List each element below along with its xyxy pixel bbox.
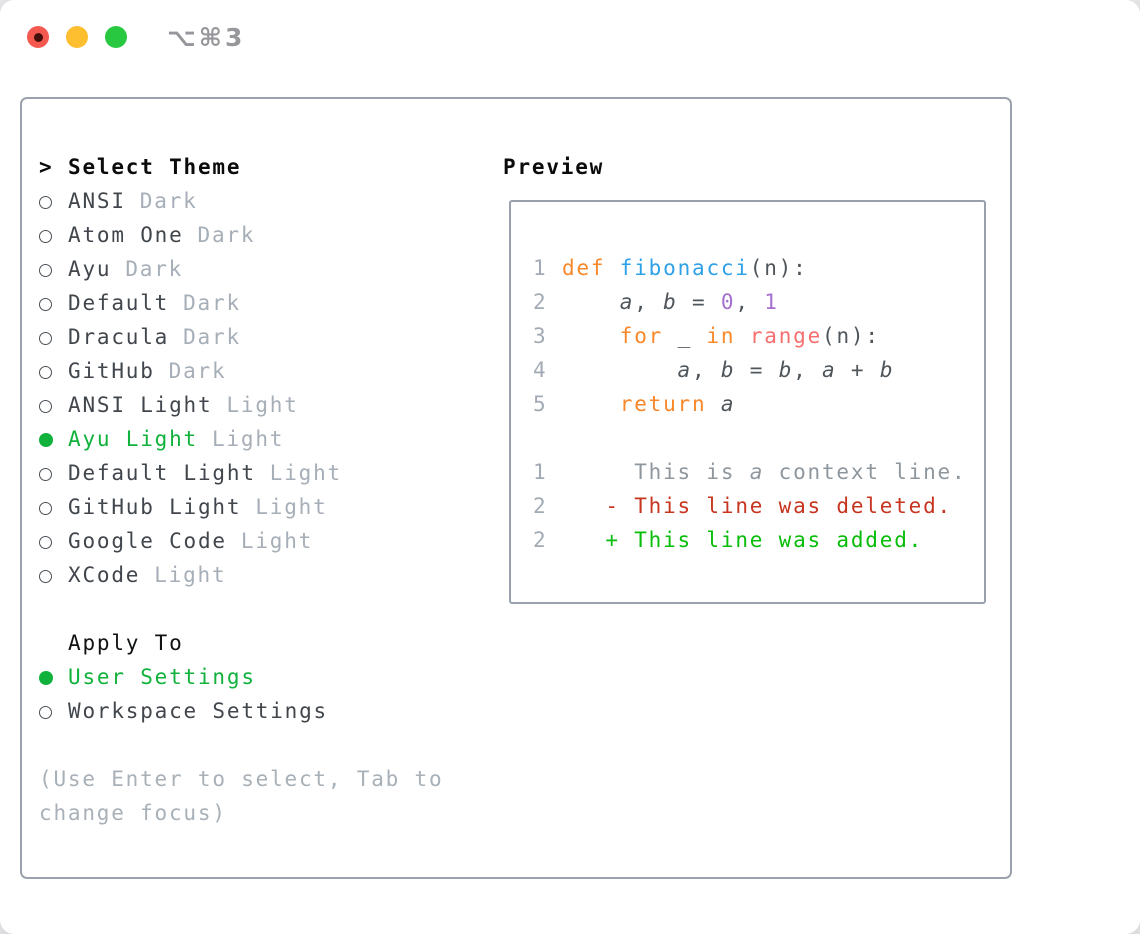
radio-unselected-icon — [39, 524, 68, 558]
theme-variant-tag: Light — [240, 529, 314, 553]
prompt-caret-icon: > — [39, 155, 54, 179]
line-number: 2 — [533, 290, 548, 314]
radio-unselected-icon — [39, 218, 68, 252]
diff-added-line: 2 + This line was added. — [533, 523, 966, 557]
diff-context-line: 1 This is a context line. — [533, 455, 966, 489]
minimize-button[interactable] — [66, 26, 88, 48]
line-number: 2 — [533, 528, 548, 552]
line-number: 4 — [533, 358, 548, 382]
diff-deleted-line: 2 - This line was deleted. — [533, 489, 966, 523]
theme-variant-tag: Light — [212, 427, 285, 451]
theme-variant-tag: Dark — [183, 291, 241, 315]
line-number: 1 — [533, 460, 548, 484]
radio-unselected-icon — [39, 388, 68, 422]
radio-unselected-icon — [39, 286, 68, 320]
theme-variant-tag: Dark — [125, 257, 184, 281]
select-theme-header: > Select Theme — [39, 150, 443, 184]
radio-unselected-icon — [39, 320, 68, 354]
apply-option-workspace-settings[interactable]: Workspace Settings — [39, 694, 443, 728]
line-number: 5 — [533, 392, 548, 416]
radio-unselected-icon — [39, 354, 68, 388]
radio-unselected-icon — [39, 456, 68, 490]
code-line: 4 a, b = b, a + b — [533, 353, 966, 387]
radio-unselected-icon — [39, 252, 68, 286]
radio-unselected-icon — [39, 694, 68, 728]
apply-option-user-settings[interactable]: User Settings — [39, 660, 443, 694]
blank-row — [39, 728, 443, 762]
theme-variant-tag: Light — [269, 461, 342, 485]
theme-variant-tag: Dark — [183, 325, 241, 349]
code-line: 3 for _ in range(n): — [533, 319, 966, 353]
theme-variant-tag: Dark — [197, 223, 256, 247]
select-theme-title: Select Theme — [68, 155, 242, 179]
radio-unselected-icon — [39, 558, 68, 592]
window-shortcut-label: ⌥⌘3 — [167, 23, 246, 52]
keyboard-hint-line-1: (Use Enter to select, Tab to — [39, 767, 444, 791]
close-button[interactable] — [27, 26, 49, 48]
preview-header: Preview — [503, 155, 605, 179]
theme-variant-tag: Dark — [139, 189, 198, 213]
radio-selected-icon — [39, 422, 68, 456]
theme-variant-tag: Light — [255, 495, 328, 519]
radio-unselected-icon — [39, 184, 68, 218]
code-line: 5 return a — [533, 387, 966, 421]
blank-row — [39, 592, 443, 626]
code-line: 2 a, b = 0, 1 — [533, 285, 966, 319]
line-number: 2 — [533, 494, 548, 518]
blank-code-line — [533, 421, 966, 455]
radio-unselected-icon — [39, 490, 68, 524]
theme-variant-tag: Dark — [168, 359, 227, 383]
line-number: 3 — [533, 324, 548, 348]
titlebar: ⌥⌘3 — [0, 0, 1140, 74]
apply-to-header: Apply To — [68, 631, 184, 655]
keyboard-hint-line-2: change focus) — [39, 801, 227, 825]
theme-variant-tag: Light — [226, 393, 299, 417]
line-number: 1 — [533, 256, 548, 280]
theme-variant-tag: Light — [154, 563, 227, 587]
zoom-button[interactable] — [105, 26, 127, 48]
unsaved-indicator-dot — [33, 32, 43, 42]
radio-selected-icon — [39, 660, 68, 694]
